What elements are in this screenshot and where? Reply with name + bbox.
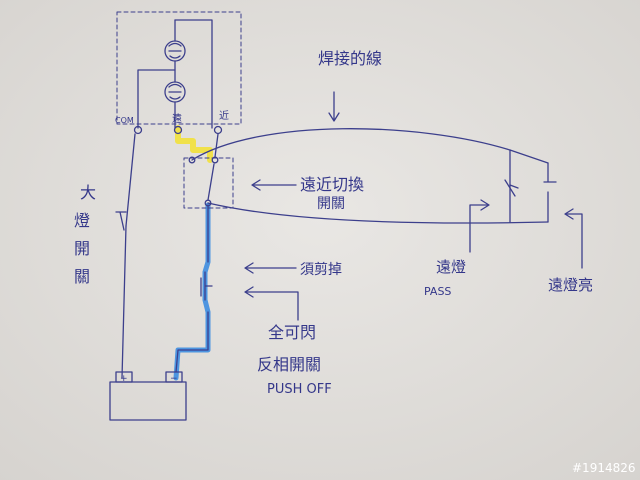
com-wire-lower [121, 225, 127, 379]
dimmer-blade [207, 163, 215, 201]
label-com: COM [115, 116, 134, 125]
label-switch-line2: 開關 [317, 196, 345, 212]
near-filament-wire [174, 19, 213, 129]
push-off-switch-symbol [200, 271, 213, 301]
arrow-left-icon [244, 262, 297, 274]
label-pass-line2: PASS [424, 285, 451, 298]
battery-body [109, 381, 187, 421]
label-headlight-3: 開 [74, 239, 90, 258]
label-weld: 焊接的線 [318, 49, 382, 68]
pass-switch-frame [509, 149, 549, 223]
label-inverse-switch: 反相開關 [257, 355, 321, 374]
arrow-left-icon [244, 286, 299, 321]
battery-negative-post [165, 371, 183, 383]
arrow-down-icon [328, 91, 340, 122]
label-cut-off: 須剪掉 [300, 262, 342, 278]
label-flash: 全可閃 [268, 323, 316, 342]
label-far: 遠 [172, 112, 182, 125]
label-headlight-2: 燈 [74, 211, 90, 230]
headlight-switch-symbol [115, 211, 127, 231]
high-beam-switch-symbol [543, 162, 557, 223]
watermark: #1914826 [572, 461, 636, 475]
welded-wire-lower [207, 202, 549, 224]
yellow-highlight-wire [175, 125, 213, 163]
lamp-housing-outline [116, 11, 242, 125]
com-internal-wire [137, 69, 176, 129]
near-to-dimmer-wire [214, 133, 219, 158]
arrow-left-icon [251, 179, 297, 191]
label-headlight-4: 關 [74, 267, 90, 286]
terminal-com [133, 125, 143, 135]
label-near: 近 [219, 109, 229, 122]
battery-positive-post [115, 371, 133, 383]
dimmer-contact-far [188, 156, 196, 164]
terminal-far [173, 125, 183, 135]
label-high-on: 遠燈亮 [548, 276, 593, 294]
label-push-off: PUSH OFF [267, 382, 332, 397]
push-off-circuit-wire [175, 204, 209, 373]
label-headlight-1: 大 [80, 183, 96, 202]
label-battery-plus: + [120, 374, 128, 384]
label-switch-line1: 遠近切換 [300, 175, 364, 194]
pass-switch-symbol [504, 179, 519, 197]
arrow-right-icon [469, 199, 490, 253]
label-pass-line1: 遠燈 [436, 258, 466, 276]
welded-wire-upper [191, 128, 511, 161]
arrow-left-icon [564, 208, 583, 269]
com-wire-upper [125, 133, 136, 227]
label-battery-minus: − [170, 374, 178, 384]
